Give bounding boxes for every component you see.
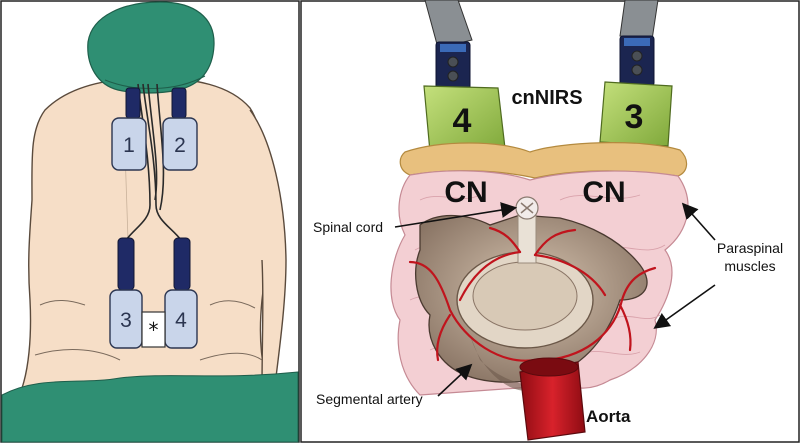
sensor-label-4: 4: [453, 102, 472, 140]
sensor-pad-4: 4: [164, 289, 198, 349]
strap-lower-right: [173, 237, 191, 291]
aorta-label: Aorta: [586, 407, 631, 426]
right-panel: 4 3 cnNIRS: [300, 0, 800, 443]
paraspinal-label-line2: muscles: [724, 258, 775, 274]
segmental-arteries: [408, 226, 657, 362]
spinal-cord: [515, 196, 539, 264]
pad-label-4: 4: [175, 309, 187, 332]
pad-label-2: 2: [174, 134, 186, 157]
segmental-artery-label: Segmental artery: [316, 391, 423, 407]
paraspinal-arrow-down: [653, 284, 716, 329]
cn-label-left: CN: [444, 176, 487, 209]
surgical-drape: [1, 371, 299, 443]
strap-upper-right: [171, 87, 187, 119]
patient-arm: [249, 109, 287, 389]
sensor-block-4: 4: [423, 85, 506, 153]
center-marker-box: *: [141, 311, 166, 348]
sensor-pad-2: 2: [162, 117, 198, 171]
strap-lower-left: [117, 237, 135, 291]
strap-upper-left: [125, 87, 141, 119]
spinal-cord-arrow: [394, 202, 518, 228]
surgical-cap: [87, 1, 215, 94]
aorta: [519, 357, 586, 441]
sensor-pad-1: 1: [111, 117, 147, 171]
paraspinal-label-line1: Paraspinal: [717, 240, 783, 256]
sensor-label-3: 3: [625, 98, 644, 136]
left-panel: 1 2 3 4 *: [0, 0, 300, 443]
probe-arm-right: [619, 0, 659, 87]
spinal-cord-label: Spinal cord: [313, 219, 383, 235]
pad-label-3: 3: [120, 309, 132, 332]
pad-label-1: 1: [123, 134, 135, 157]
center-marker: *: [149, 318, 159, 342]
sensor-block-3: 3: [599, 81, 673, 147]
sensor-pad-3: 3: [109, 289, 143, 349]
paraspinal-arrow-up: [681, 202, 716, 241]
segmental-artery-arrow: [437, 363, 473, 397]
cn-label-right: CN: [582, 176, 625, 209]
cnnirs-label: cnNIRS: [511, 87, 582, 109]
